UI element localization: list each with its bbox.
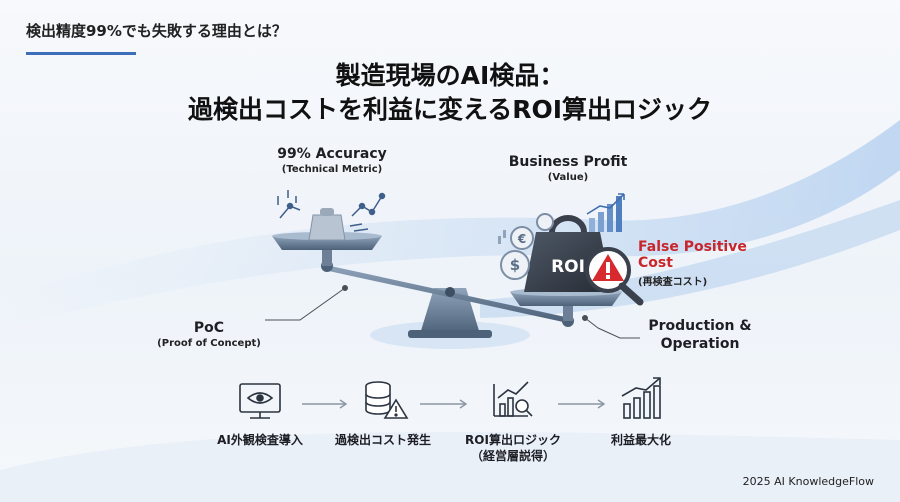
- poc-label: PoC (Proof of Concept): [150, 320, 268, 349]
- business-profit-title: Business Profit: [508, 154, 628, 170]
- left-pan: [272, 236, 382, 250]
- subtitle: 検出精度99%でも失敗する理由とは？: [26, 22, 287, 40]
- poc-subtitle: (Proof of Concept): [157, 338, 261, 349]
- subtitle-underline: [26, 52, 136, 55]
- small-weight-icon: [308, 214, 346, 241]
- monitor-eye-icon: [239, 383, 281, 419]
- footer-credit: 2025 AI KnowledgeFlow: [742, 475, 874, 488]
- accuracy-subtitle: (Technical Metric): [281, 164, 383, 175]
- database-warning-icon: [365, 381, 409, 419]
- svg-text:€: €: [517, 232, 526, 246]
- roi-weight-label: ROI: [551, 257, 585, 277]
- page-title-line1: 製造現場のAI検品：: [335, 61, 565, 90]
- production-line1: Production &: [648, 318, 752, 334]
- page-title-line2: 過検出コストを利益に変えるROI算出ロジック: [187, 95, 713, 124]
- flow-step-4: 利益最大化: [576, 432, 706, 448]
- production-line2: Operation: [660, 336, 740, 352]
- growth-chart-icon: [586, 193, 625, 232]
- false-positive-label: False Positive Cost (再検査コスト): [638, 239, 747, 288]
- flow-step-label: 利益最大化: [610, 433, 671, 447]
- coin-icons: $ €: [498, 213, 554, 280]
- flow-step-label: AI外観検査導入: [217, 433, 303, 447]
- accuracy-label: 99% Accuracy (Technical Metric): [262, 146, 402, 175]
- right-pan: [510, 292, 622, 306]
- bar-chart-up-icon: [621, 377, 661, 419]
- business-profit-label: Business Profit (Value): [498, 154, 638, 183]
- svg-text:$: $: [510, 256, 520, 274]
- accuracy-title: 99% Accuracy: [277, 146, 387, 162]
- production-callout-line: [597, 327, 640, 339]
- poc-title: PoC: [193, 320, 225, 336]
- flow-step-3: ROI算出ロジック （経営層説得）: [448, 432, 578, 464]
- false-positive-line2: Cost: [638, 255, 673, 271]
- warning-magnifier-icon: [585, 247, 644, 306]
- flow-step-label: ROI算出ロジック: [465, 433, 561, 447]
- business-profit-subtitle: (Value): [547, 172, 589, 183]
- production-label: Production & Operation: [640, 318, 760, 352]
- technical-metric-icons: [277, 190, 386, 232]
- poc-callout-line: [265, 287, 346, 321]
- chart-magnifier-icon: [493, 381, 533, 417]
- false-positive-line1: False Positive: [638, 239, 747, 255]
- false-positive-sub: (再検査コスト): [638, 277, 708, 288]
- flow-arrows: [302, 399, 606, 409]
- flow-step-label: 過検出コスト発生: [334, 433, 431, 447]
- flow-step-1: AI外観検査導入: [195, 432, 325, 448]
- flow-step-sublabel: （経営層説得）: [470, 449, 555, 463]
- flow-step-2: 過検出コスト発生: [318, 432, 448, 448]
